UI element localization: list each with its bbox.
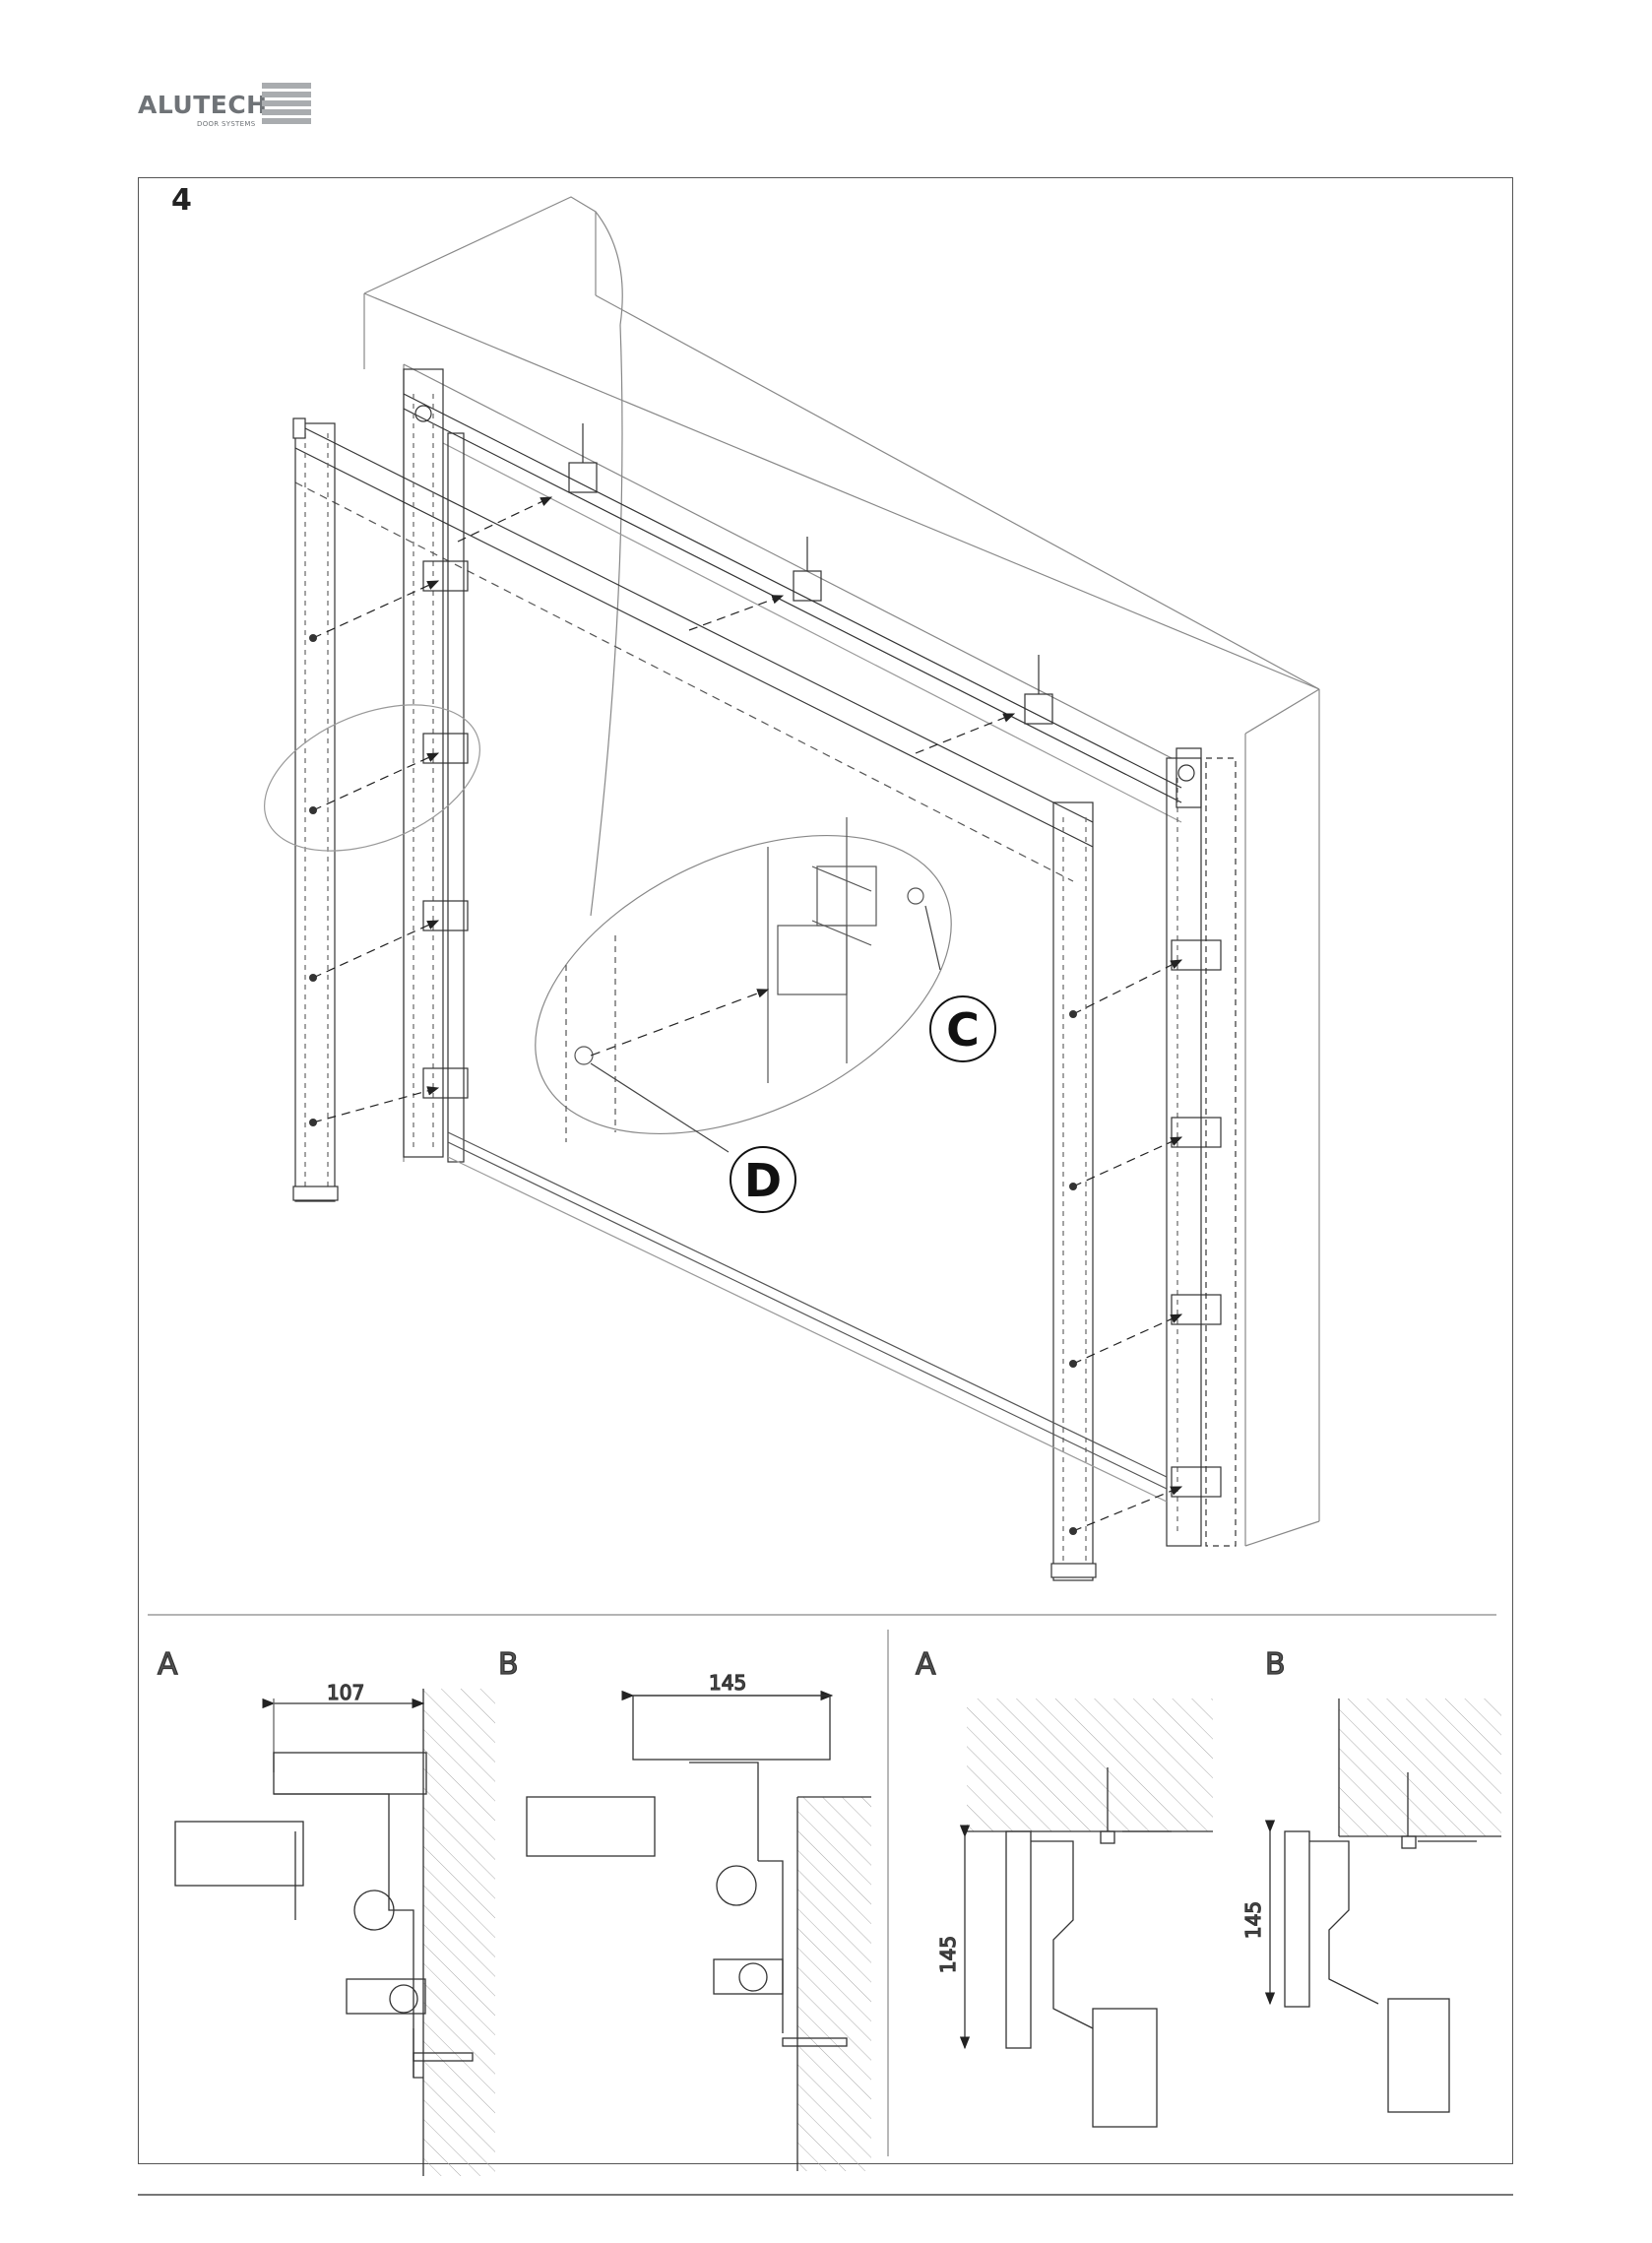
- magnified-detail: [535, 817, 952, 1153]
- left-rail: [292, 417, 339, 1202]
- left-jamb: [403, 368, 465, 1163]
- detail-a-left: A 107: [157, 1646, 495, 2176]
- right-jamb: [1166, 747, 1237, 1547]
- footer-rule: [138, 2194, 1513, 2196]
- detail-b-left: B 145: [497, 1646, 871, 2171]
- callout-d: D: [730, 1146, 796, 1213]
- detail-label: B: [498, 1647, 519, 1682]
- left-brackets: [422, 560, 469, 1099]
- step-number: 4: [171, 183, 192, 218]
- detail-highlight-ellipse: [264, 704, 480, 852]
- callout-d-label: D: [744, 1154, 782, 1207]
- header-beam: [294, 393, 1182, 882]
- dimension-label: 107: [327, 1681, 364, 1704]
- brand-name: ALUTECH: [138, 91, 268, 119]
- logo-bars-icon: [262, 83, 311, 127]
- right-rail: [1050, 801, 1097, 1581]
- detail-b-right: B 145: [1240, 1646, 1501, 2113]
- detail-label: A: [158, 1647, 178, 1682]
- bolts: [309, 634, 1077, 1535]
- dimension-label: 145: [936, 1936, 960, 1973]
- ceiling-anchors: [568, 423, 1053, 725]
- callout-c-label: C: [946, 1003, 980, 1057]
- fastening-arrows: [312, 496, 1183, 1532]
- dimension-label: 145: [1241, 1901, 1265, 1939]
- brand-logo: ALUTECH DOOR SYSTEMS: [138, 83, 311, 132]
- dimension-label: 145: [709, 1671, 746, 1695]
- floor-line: [447, 1131, 1168, 1503]
- right-brackets: [1171, 939, 1222, 1498]
- callout-c: C: [929, 995, 996, 1062]
- detail-label: B: [1265, 1647, 1286, 1682]
- brand-tagline: DOOR SYSTEMS: [197, 120, 256, 128]
- main-isometric-view: [264, 196, 1320, 1581]
- detail-a-right: A 145: [915, 1646, 1213, 2128]
- detail-label: A: [916, 1647, 936, 1682]
